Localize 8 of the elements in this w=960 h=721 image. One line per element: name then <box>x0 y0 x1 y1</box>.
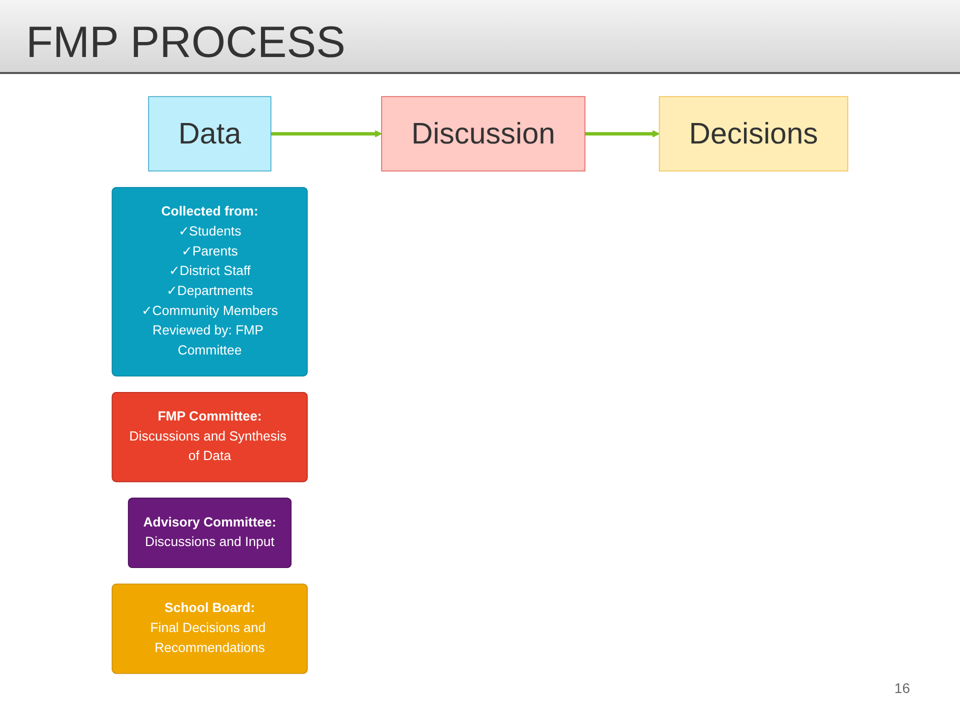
node-box <box>381 96 586 172</box>
node-box <box>148 96 272 172</box>
node-box <box>658 96 848 172</box>
page-number: 16 <box>894 680 910 696</box>
arrow <box>584 130 660 138</box>
flowchart: Data Discussion Decisions Collected from: ✓Students ✓Parents ✓District Staff ✓Departments ✓Community Members Reviewed by: FMP Committee FMP Committee: Discussions and Synthesis of Data Advisory Committee: Discussions and Input School Board: Final Decisions and Recommendations <box>10 90 950 680</box>
slide-title: FMP PROCESS <box>0 0 960 74</box>
arrow <box>270 130 382 138</box>
